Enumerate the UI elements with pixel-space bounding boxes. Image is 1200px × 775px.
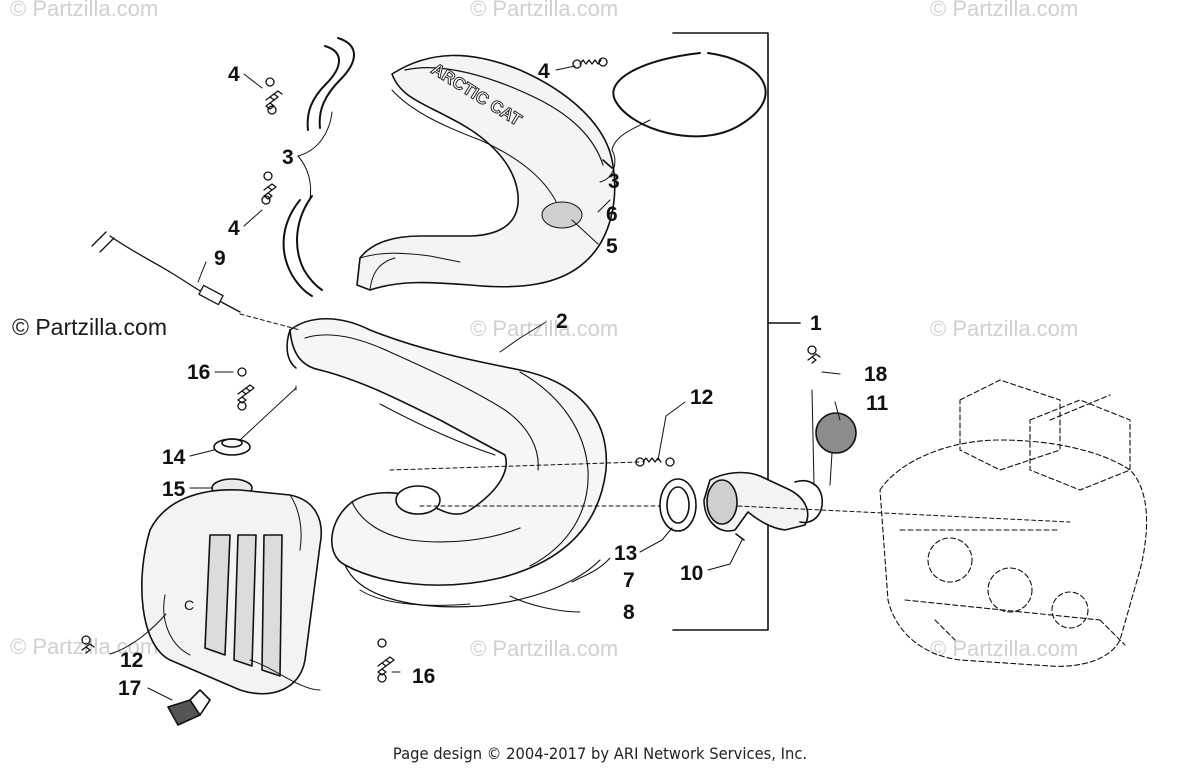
tail-piece [167, 689, 211, 726]
watermark: © Partzilla.com [930, 316, 1079, 341]
spring-icon [261, 171, 277, 205]
spring-icon [377, 638, 395, 683]
clamp-band [282, 195, 323, 297]
watermark: © Partzilla.com [10, 0, 159, 21]
exhaust-manifold [703, 471, 823, 541]
watermark: © Partzilla.com [470, 0, 619, 21]
callout-3[interactable]: 3 [608, 170, 620, 193]
callout-4[interactable]: 4 [228, 217, 240, 240]
spring-icon [237, 367, 255, 411]
spring-icon [635, 457, 675, 467]
clamp-band [306, 37, 355, 131]
mesh-screen [815, 412, 857, 454]
spring-icon [81, 635, 95, 654]
engine [879, 379, 1148, 667]
callout-5[interactable]: 5 [606, 235, 618, 258]
callout-4[interactable]: 4 [228, 63, 240, 86]
clamp-band [612, 52, 767, 138]
callout-11[interactable]: 11 [866, 392, 889, 415]
spring-icon [807, 345, 821, 364]
spring-icon [572, 57, 608, 69]
callout-1[interactable]: 1 [810, 312, 822, 335]
callout-17[interactable]: 17 [118, 677, 142, 700]
svg-text:C: C [184, 597, 194, 613]
callout-8[interactable]: 8 [623, 601, 635, 624]
expansion-chamber [286, 317, 608, 608]
sensor-cable [91, 231, 241, 313]
assembly-bracket [672, 32, 801, 631]
callout-6[interactable]: 6 [606, 203, 618, 226]
callout-12[interactable]: 12 [690, 386, 714, 409]
page-footer: Page design © 2004-2017 by ARI Network S… [392, 744, 808, 763]
callout-10[interactable]: 10 [680, 562, 704, 585]
leader-lines [109, 65, 841, 701]
callout-15[interactable]: 15 [162, 478, 186, 501]
callout-2[interactable]: 2 [556, 310, 568, 333]
muffler: C [141, 489, 322, 695]
callout-13[interactable]: 13 [614, 542, 638, 565]
callout-14[interactable]: 14 [162, 446, 186, 469]
gasket [659, 478, 697, 532]
callout-3[interactable]: 3 [282, 146, 294, 169]
watermark: © Partzilla.com [470, 316, 619, 341]
watermark: © Partzilla.com [470, 636, 619, 661]
callout-16[interactable]: 16 [412, 665, 436, 688]
callout-7[interactable]: 7 [623, 569, 635, 592]
watermark: © Partzilla.com [930, 0, 1079, 21]
grommet-inner [221, 438, 243, 448]
assembly-lines [239, 313, 1071, 523]
callout-12[interactable]: 12 [120, 649, 144, 672]
callout-18[interactable]: 18 [864, 363, 888, 386]
heat-shield [356, 54, 616, 291]
callout-9[interactable]: 9 [214, 247, 226, 270]
callout-16[interactable]: 16 [187, 361, 211, 384]
spring-icon [265, 77, 283, 115]
watermark: © Partzilla.com [10, 634, 159, 659]
heat-shield-pad [541, 201, 583, 229]
callout-4[interactable]: 4 [538, 60, 550, 83]
watermark-copyright: © Partzilla.com [12, 314, 167, 340]
